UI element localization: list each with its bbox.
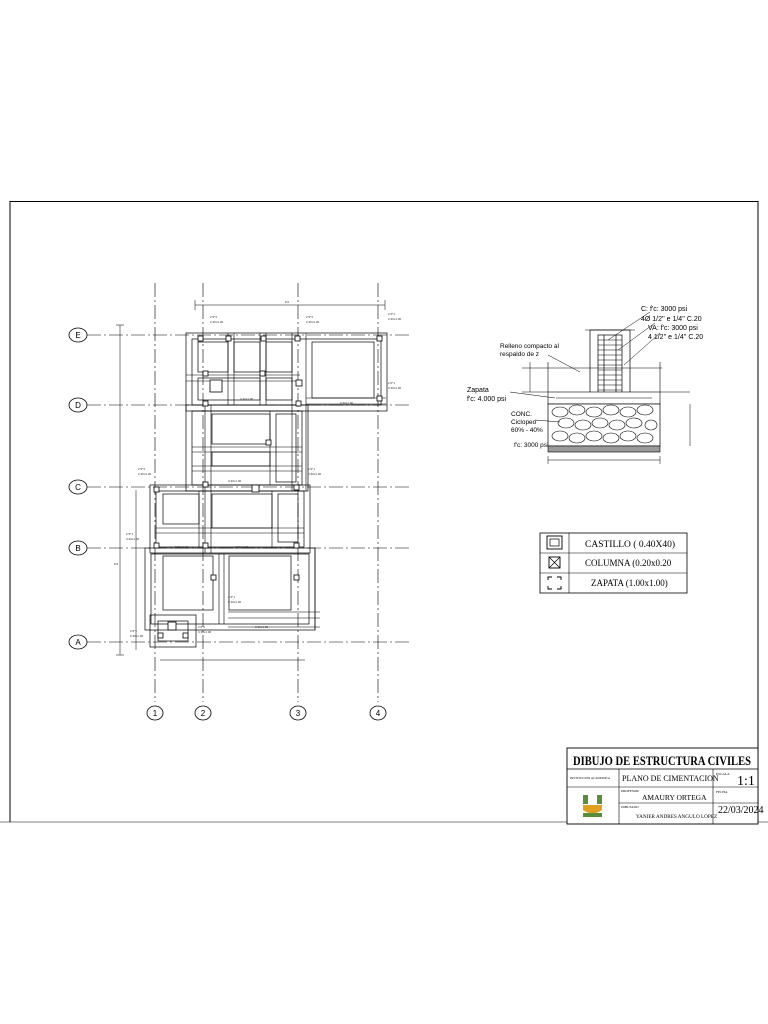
zapata-icon — [547, 576, 562, 590]
svg-text:2.5*1: 2.5*1 — [388, 312, 395, 316]
svg-text:2.5*1: 2.5*1 — [126, 532, 133, 536]
row-axis-bubbles: E D C B A — [68, 327, 88, 650]
professor-label: PROFESOR — [621, 789, 639, 793]
beam-lines-vertical — [198, 333, 316, 630]
row-label-C: C — [75, 483, 81, 492]
cyclopean-label-1: CONC. — [511, 411, 532, 418]
column-axis-lines — [154, 283, 379, 702]
detail-leaders — [509, 311, 661, 423]
svg-text:0.30x1.00: 0.30x1.00 — [255, 625, 269, 629]
column-concrete-label: C: f'c: 3000 psi — [641, 306, 688, 313]
title-block: DIBUJO DE ESTRUCTURA CIVILES INSTITUCION… — [566, 747, 764, 825]
scale-label: ESCALA — [716, 772, 730, 776]
svg-text:2.5*1: 2.5*1 — [308, 467, 315, 471]
svg-text:2.5*1: 2.5*1 — [210, 315, 217, 319]
base-concrete-label: f'c: 3000 psi — [514, 442, 548, 449]
title-block-title: DIBUJO DE ESTRUCTURA CIVILES — [573, 753, 751, 768]
svg-text:2.5*1: 2.5*1 — [388, 381, 395, 385]
columna-icon — [548, 556, 561, 569]
beam-rebar-label: 4 1/2'' e 1/4'' C.20 — [648, 334, 703, 341]
row-bubble-A: A — [68, 634, 88, 650]
column-bubble-2: 2 — [194, 705, 212, 721]
beam-lines — [156, 374, 386, 628]
svg-text:2.5*1: 2.5*1 — [130, 629, 137, 633]
svg-text:2.5*1: 2.5*1 — [138, 467, 145, 471]
student-label: DIBUJADO — [621, 805, 639, 809]
scale-value: 1:1 — [737, 774, 755, 789]
svg-text:2.5*1: 2.5*1 — [306, 315, 313, 319]
cyclopean-label-2: Ciclopeo — [511, 419, 537, 426]
detail-stirrups — [598, 339, 622, 391]
row-label-A: A — [75, 638, 81, 647]
svg-text:0.30x1.00: 0.30x1.00 — [340, 401, 354, 405]
svg-text:0.30x1.00: 0.30x1.00 — [126, 537, 140, 541]
row-bubble-C: C — [68, 479, 88, 495]
svg-text:0.30x1.00: 0.30x1.00 — [306, 320, 320, 324]
svg-text:0.30x1.00: 0.30x1.00 — [210, 320, 224, 324]
column-label-3: 3 — [296, 709, 301, 718]
row-label-B: B — [75, 544, 80, 553]
svg-text:0.30x1.00: 0.30x1.00 — [235, 545, 249, 549]
date-label: FECHA — [716, 790, 728, 794]
beam-concrete-label: VA: f'c: 3000 psi — [648, 325, 698, 332]
professor-name: AMAURY ORTEGA — [642, 793, 707, 802]
svg-text:0.30x1.00: 0.30x1.00 — [228, 479, 242, 483]
svg-text:2.5*1: 2.5*1 — [198, 625, 205, 629]
legend-label-castillo: CASTILLO ( 0.40X40) — [585, 539, 675, 550]
svg-text:0.30x1.00: 0.30x1.00 — [228, 600, 242, 604]
footing-section-detail: C: f'c: 3000 psi 4Ø 1/2'' e 1/4'' C.20 V… — [467, 306, 703, 464]
beam-dimension-labels: 2.5*10.30x1.00 2.5*10.30x1.00 2.5*10.30x… — [126, 312, 402, 638]
column-bubble-4: 4 — [369, 705, 387, 721]
row-bubble-B: B — [68, 540, 88, 556]
column-axis-bubbles: 1 2 3 4 — [146, 705, 387, 721]
footing-label-1: Zapata — [467, 387, 489, 394]
foundation-plan: 8.0 8.8 — [68, 283, 412, 721]
column-rebar-label: 4Ø 1/2'' e 1/4'' C.20 — [641, 316, 702, 323]
plan-columns — [153, 335, 383, 639]
page-bottom-cut — [0, 822, 768, 1024]
row-label-D: D — [75, 401, 81, 410]
legend-label-zapata: ZAPATA (1.00x1.00) — [591, 578, 668, 588]
svg-text:0.30x1.00: 0.30x1.00 — [175, 545, 189, 549]
svg-text:2.5*1: 2.5*1 — [228, 595, 235, 599]
svg-text:0.30x1.00: 0.30x1.00 — [198, 630, 212, 634]
detail-ground — [522, 362, 690, 405]
svg-text:0.30x1.00: 0.30x1.00 — [240, 397, 254, 401]
row-bubble-E: E — [68, 327, 88, 343]
date-value: 22/03/2024 — [718, 805, 764, 816]
cyclopean-label-3: 60% - 40% — [511, 427, 543, 434]
column-label-2: 2 — [201, 709, 206, 718]
plan-name: PLANO DE CIMENTACION — [622, 774, 719, 783]
university-logo-icon — [583, 795, 602, 817]
institution-label: INSTITUCION ACADEMICA — [570, 776, 611, 780]
backfill-label-1: Relleno compacto al — [500, 343, 559, 350]
legend-label-columna: COLUMNA (0.20x0.20 — [585, 558, 672, 568]
svg-text:0.30x1.00: 0.30x1.00 — [388, 386, 402, 390]
svg-text:0.30x1.00: 0.30x1.00 — [138, 472, 152, 476]
castillo-icon — [546, 535, 563, 550]
footing-label-2: f'c: 4.000 psi — [467, 396, 507, 403]
overall-dimension-text: 8.0 — [285, 300, 290, 304]
detail-dimension-lines — [529, 329, 691, 464]
student-name: YANIER ANDRES ANGULO LOPEZ — [636, 814, 717, 820]
column-bubble-3: 3 — [289, 705, 307, 721]
column-label-1: 1 — [153, 709, 158, 718]
overall-height-text: 8.8 — [114, 562, 119, 566]
svg-text:0.30x1.00: 0.30x1.00 — [388, 317, 402, 321]
detail-cyclopean — [547, 403, 661, 453]
svg-text:0.30x1.00: 0.30x1.00 — [130, 634, 144, 638]
row-bubble-D: D — [68, 397, 88, 413]
backfill-label-2: respaldo de z — [500, 351, 539, 358]
column-label-4: 4 — [376, 709, 381, 718]
sheet-border — [9, 201, 759, 832]
column-bubble-1: 1 — [146, 705, 164, 721]
svg-text:0.30x1.00: 0.30x1.00 — [308, 472, 322, 476]
row-label-E: E — [75, 331, 80, 340]
symbol-legend: CASTILLO ( 0.40X40) COLUMNA (0.20x0.20 Z… — [539, 532, 688, 594]
overall-dimension-lines — [116, 300, 386, 661]
